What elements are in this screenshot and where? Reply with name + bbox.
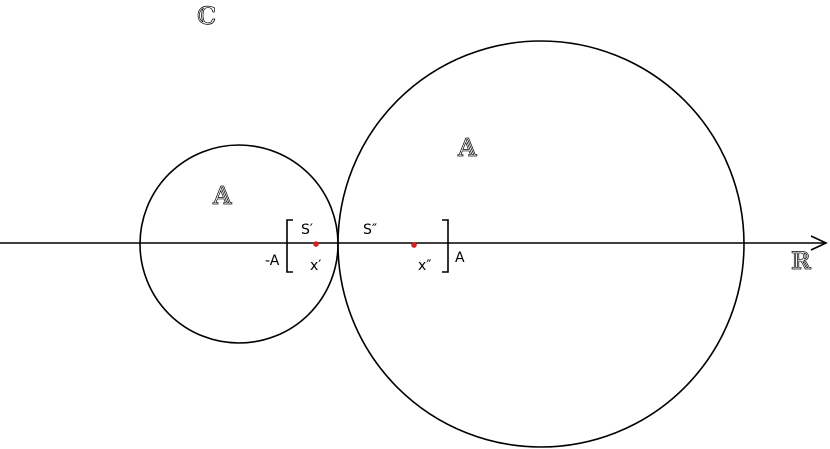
pos-a-label: A — [455, 250, 465, 266]
s-prime-label: S′ — [301, 222, 313, 238]
complex-plane-label: ℂ — [197, 2, 216, 30]
left-bracket — [286, 219, 293, 273]
point-x-prime — [313, 241, 319, 247]
s-double-prime-label: S″ — [363, 222, 377, 238]
real-axis-arrowhead — [810, 235, 828, 251]
small-set-label: 𝔸 — [212, 182, 232, 210]
reals-label: ℝ — [791, 247, 812, 275]
x-prime-label: x′ — [310, 258, 321, 274]
point-x-double-prime — [411, 242, 417, 248]
neg-a-label: -A — [265, 253, 280, 269]
small-circle — [139, 144, 339, 344]
x-double-prime-label: x″ — [418, 258, 432, 274]
right-bracket — [442, 219, 449, 273]
large-circle — [337, 40, 745, 448]
large-set-label: 𝔸 — [457, 134, 477, 162]
